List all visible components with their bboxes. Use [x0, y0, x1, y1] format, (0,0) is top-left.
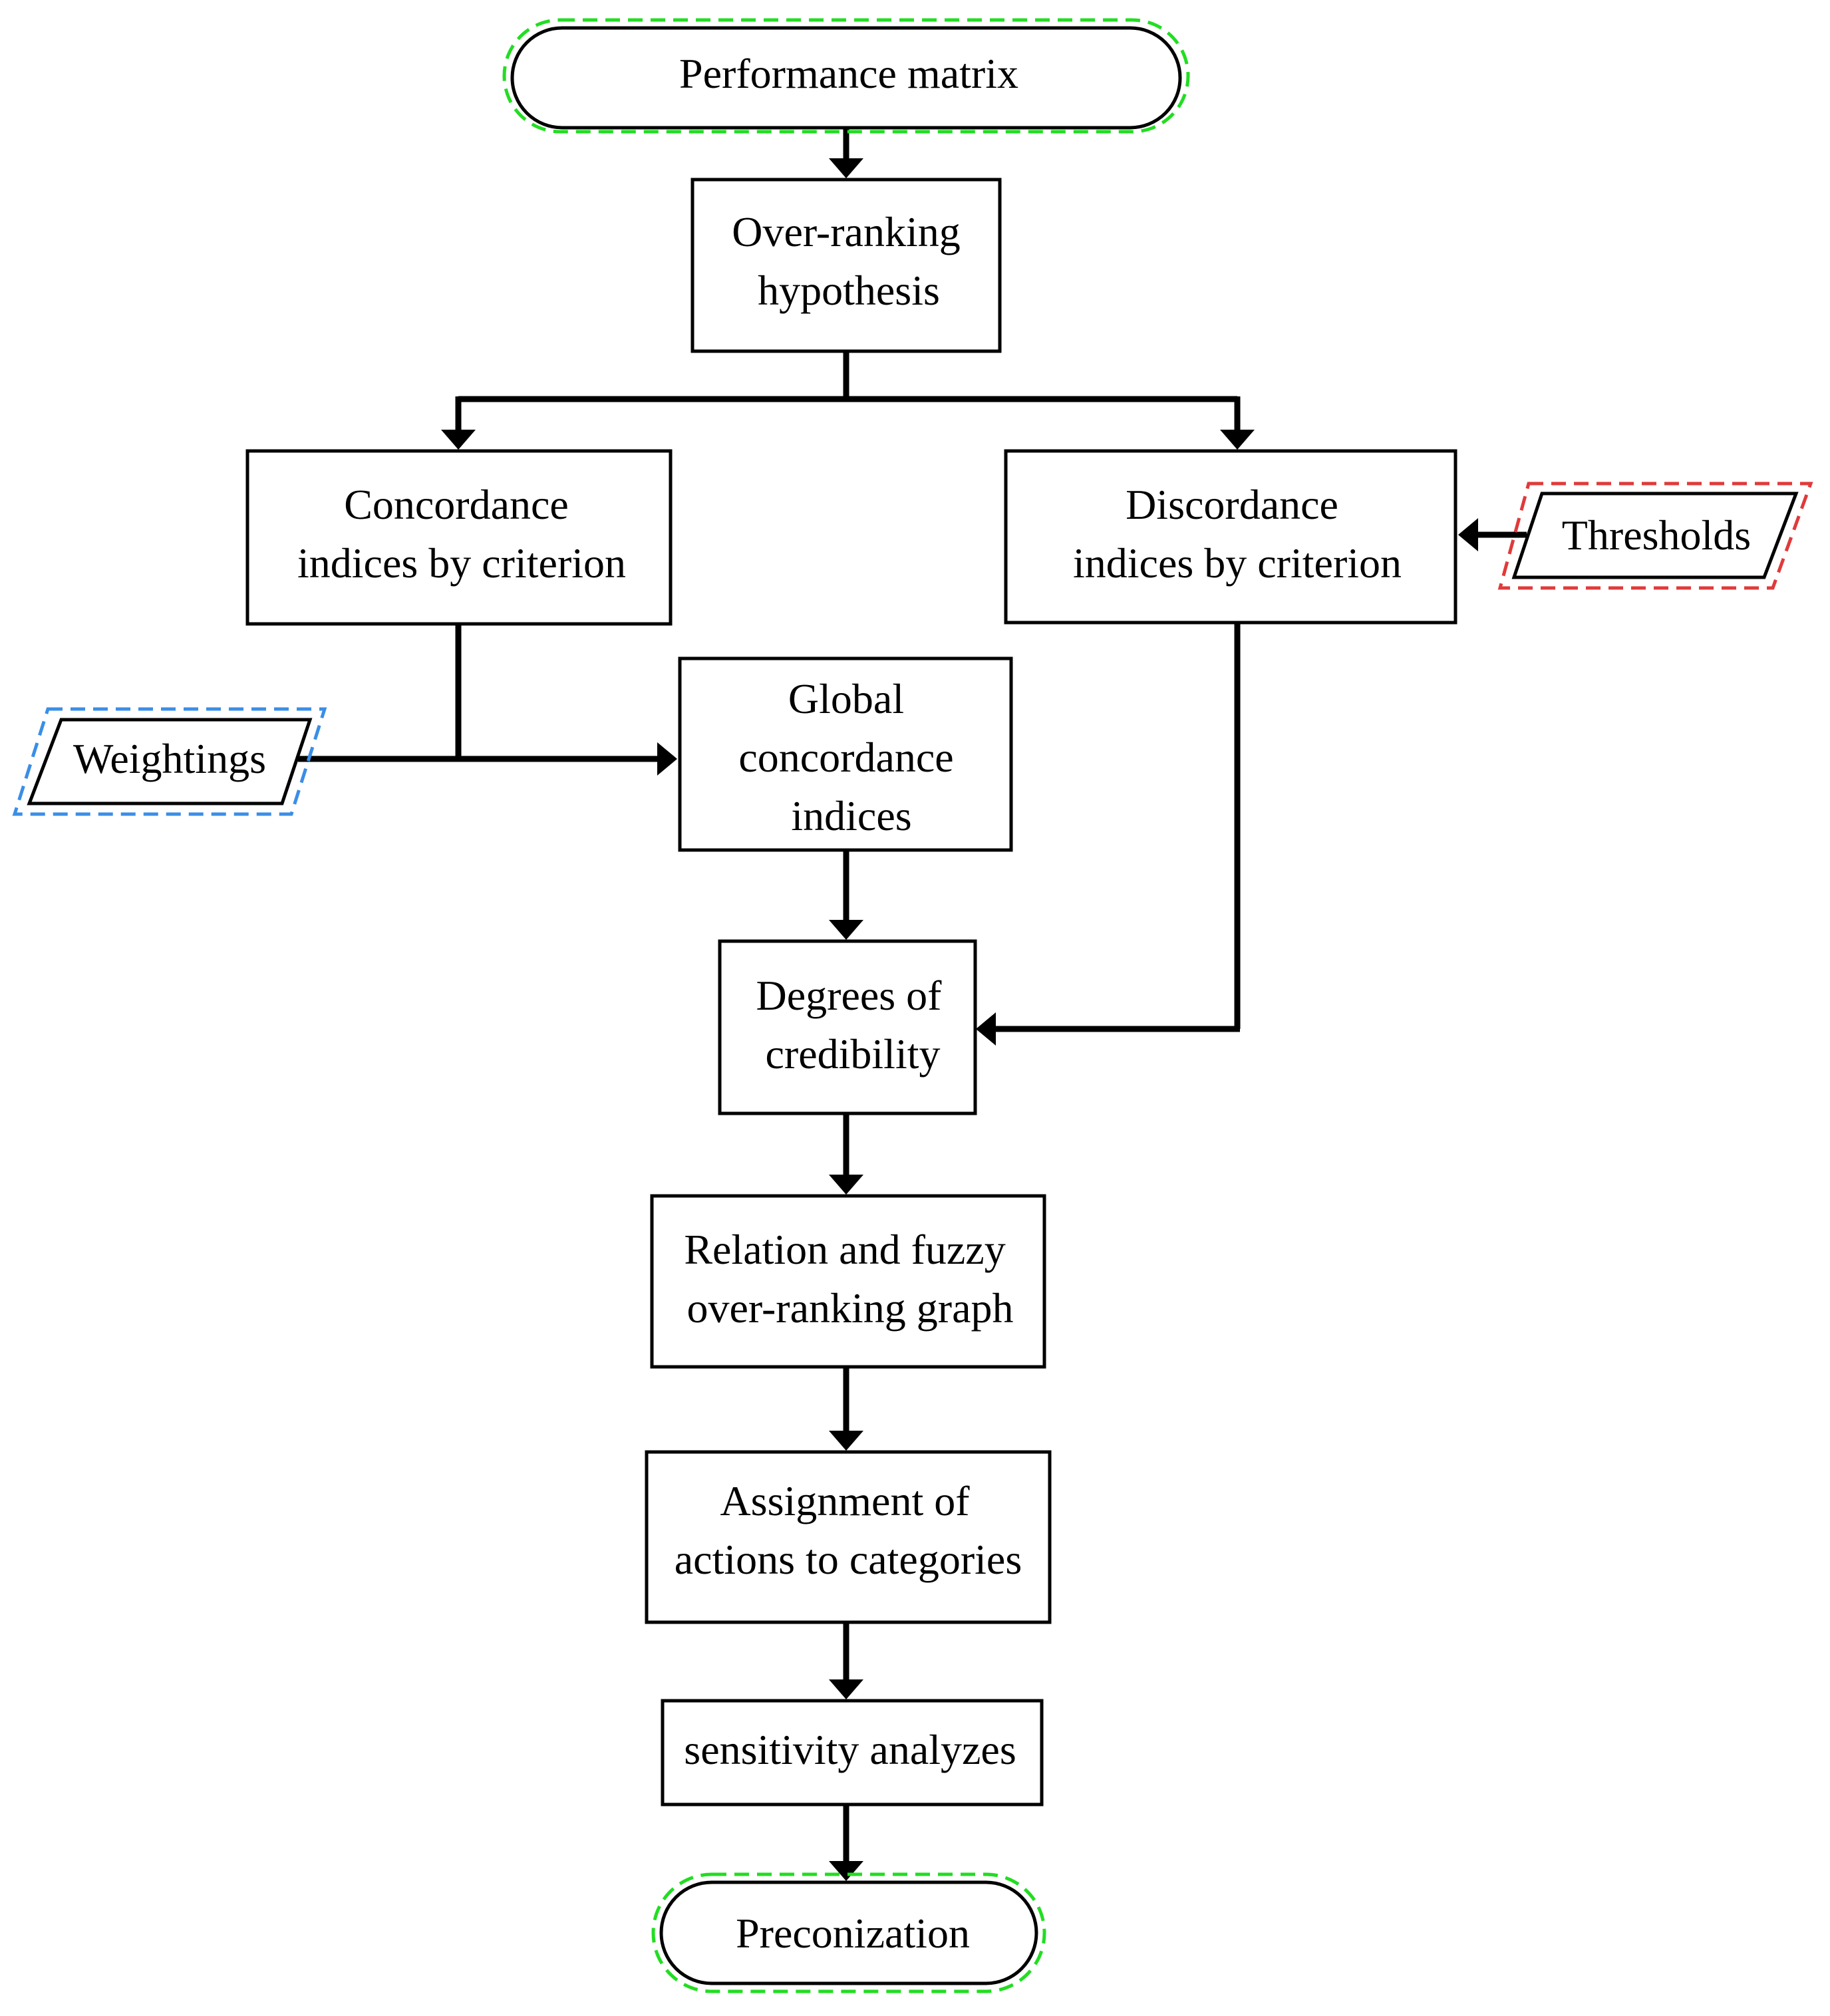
- arrowhead-global: [657, 742, 677, 776]
- node-degrees-of-credibility: Degrees of credibility: [718, 939, 977, 1115]
- node-label-line3: indices: [791, 792, 911, 839]
- arrowhead-assignment: [829, 1431, 863, 1451]
- node-weightings: Weightings: [12, 707, 327, 816]
- arrowhead-discordance-thresholds: [1458, 518, 1478, 551]
- node-over-ranking-hypothesis: Over-ranking hypothesis: [690, 178, 1002, 353]
- process-box: [645, 1450, 1052, 1624]
- process-box: [690, 178, 1002, 353]
- node-label-line1: Discordance: [1126, 481, 1338, 528]
- node-label: Thresholds: [1562, 511, 1751, 559]
- node-label: Performance matrix: [679, 50, 1018, 97]
- node-sensitivity-analyzes: sensitivity analyzes: [661, 1699, 1044, 1806]
- arrowhead-preconization: [829, 1861, 863, 1881]
- node-label-line2: indices by criterion: [1073, 539, 1402, 587]
- node-label-line2: concordance: [738, 734, 953, 781]
- process-box: [678, 656, 1013, 852]
- process-box: [1004, 449, 1457, 625]
- node-label-line1: Relation and fuzzy: [684, 1226, 1005, 1273]
- arrowhead-overranking: [829, 158, 863, 178]
- node-assignment-actions: Assignment of actions to categories: [645, 1450, 1052, 1624]
- node-label-line2: hypothesis: [758, 267, 940, 314]
- node-label-line1: Over-ranking: [732, 208, 960, 255]
- terminal-shape: [659, 1880, 1038, 1985]
- node-global-concordance: Global concordance indices: [678, 656, 1013, 852]
- process-box: [661, 1699, 1044, 1806]
- node-thresholds: Thresholds: [1497, 482, 1813, 590]
- node-preconization: Preconization: [651, 1872, 1046, 1993]
- input-shape: [1511, 492, 1799, 579]
- highlight-outline: [651, 1872, 1046, 1993]
- arrowhead-degrees-from-discordance: [976, 1012, 996, 1046]
- input-shape: [27, 718, 313, 805]
- process-box: [245, 449, 673, 626]
- node-label-line1: Assignment of: [720, 1477, 970, 1524]
- node-label: Preconization: [736, 1910, 970, 1957]
- node-relation-fuzzy-graph: Relation and fuzzy over-ranking graph: [650, 1194, 1046, 1369]
- process-box: [650, 1194, 1046, 1369]
- arrowhead-concordance: [441, 430, 476, 450]
- node-label-line2: over-ranking graph: [687, 1284, 1014, 1332]
- node-label: sensitivity analyzes: [684, 1726, 1016, 1773]
- node-label-line1: Global: [788, 675, 904, 722]
- node-label-line1: Degrees of: [756, 972, 943, 1019]
- process-box: [718, 939, 977, 1115]
- arrowhead-relation: [829, 1175, 863, 1195]
- highlight-outline: [1497, 482, 1813, 590]
- arrowhead-discordance: [1220, 430, 1255, 450]
- connectors: [298, 128, 1527, 1881]
- highlight-outline: [502, 18, 1190, 134]
- node-label-line2: credibility: [765, 1030, 940, 1078]
- node-concordance-indices: Concordance indices by criterion: [245, 449, 673, 626]
- node-label-line1: Concordance: [344, 481, 569, 528]
- node-label-line2: indices by criterion: [297, 539, 626, 587]
- arrowhead-sensitivity: [829, 1679, 863, 1699]
- node-label: Weightings: [73, 735, 266, 782]
- node-discordance-indices: Discordance indices by criterion: [1004, 449, 1457, 625]
- node-label-line2: actions to categories: [675, 1536, 1022, 1583]
- node-performance-matrix: Performance matrix: [502, 18, 1190, 134]
- highlight-outline: [12, 707, 327, 816]
- arrowhead-degrees: [829, 920, 863, 940]
- terminal-shape: [510, 26, 1182, 130]
